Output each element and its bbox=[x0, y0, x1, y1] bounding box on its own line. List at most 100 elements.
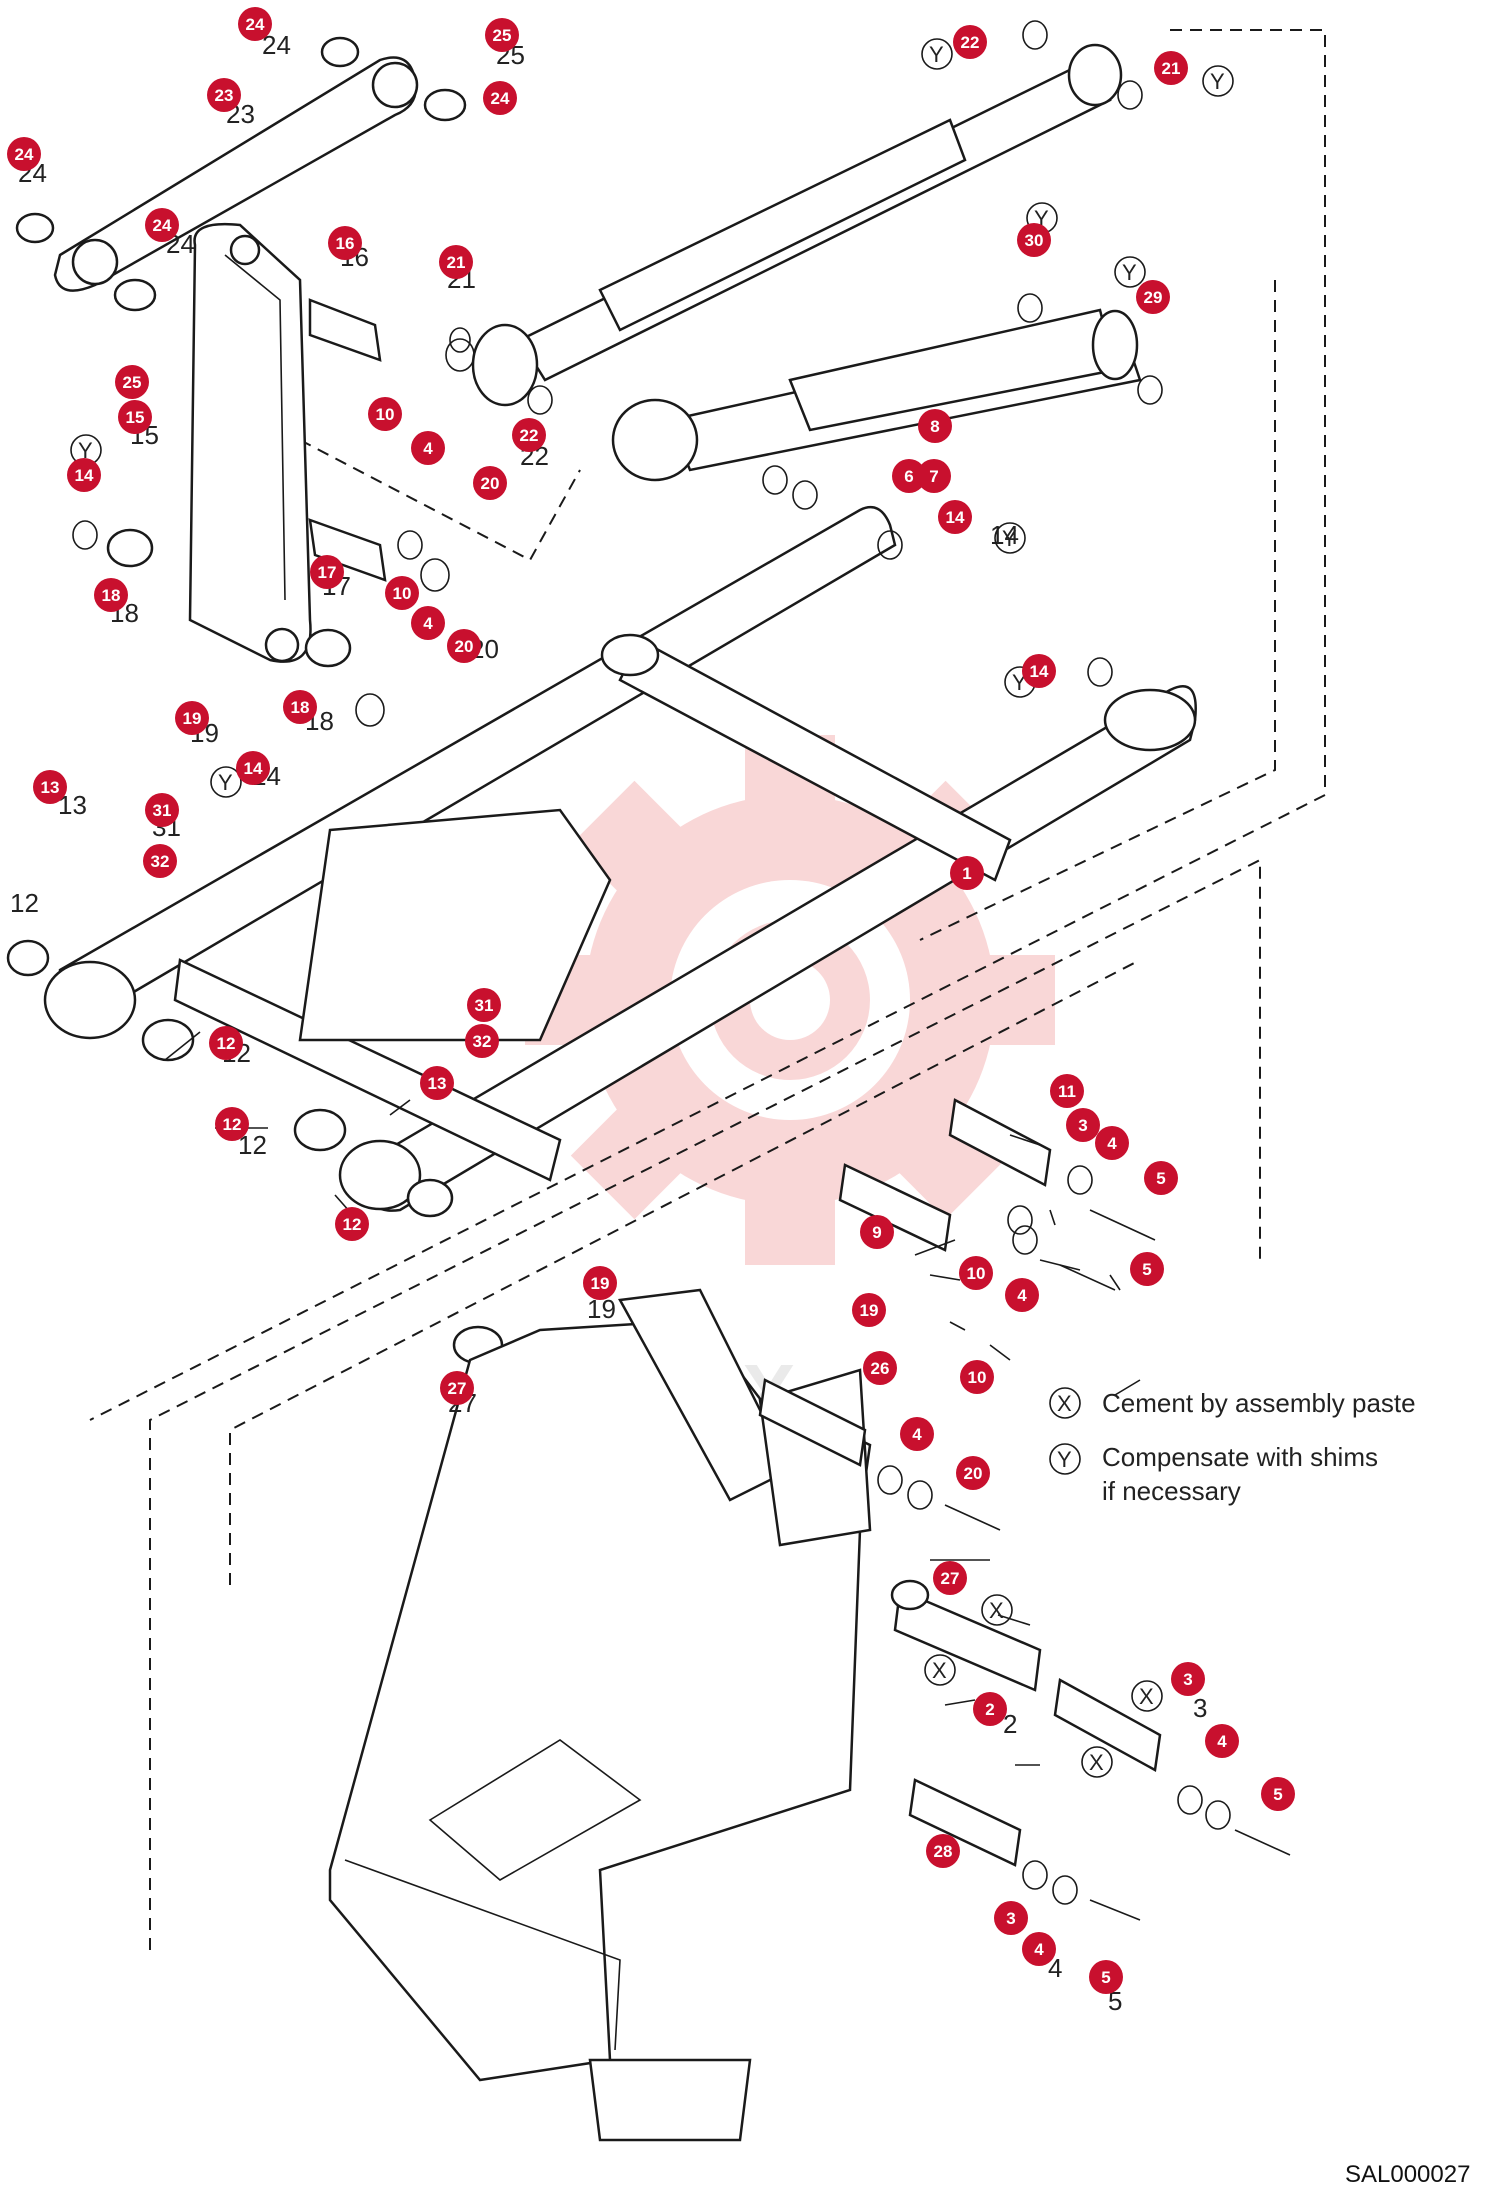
x-mark-icon: X bbox=[981, 1594, 1013, 1626]
callout-badge: 26 bbox=[863, 1351, 897, 1385]
callout-badge: 20 bbox=[473, 466, 507, 500]
svg-text:Y: Y bbox=[1057, 1447, 1072, 1472]
callout-circle bbox=[1154, 51, 1188, 85]
callout-badge: 6 bbox=[892, 459, 926, 493]
callout-number: 10 bbox=[967, 1264, 986, 1283]
callout-number: 24 bbox=[246, 15, 265, 34]
callout-badge: 18 bbox=[94, 578, 128, 612]
callout-circle bbox=[1005, 1278, 1039, 1312]
callout-number: 4 bbox=[423, 439, 433, 458]
callout-number: 4 bbox=[912, 1425, 922, 1444]
y-mark-icon: Y bbox=[921, 38, 953, 70]
callout-circle bbox=[145, 793, 179, 827]
callout-number: 5 bbox=[1273, 1785, 1282, 1804]
callout-number: 12 bbox=[217, 1034, 236, 1053]
callout-circle bbox=[118, 400, 152, 434]
tilt-lever-arm bbox=[15, 36, 467, 312]
callout-badge: 3 bbox=[994, 1901, 1028, 1935]
callout-number: 2 bbox=[985, 1700, 994, 1719]
svg-text:Y: Y bbox=[1002, 526, 1017, 551]
callout-badge: 21 bbox=[1154, 51, 1188, 85]
callout-circle bbox=[209, 1026, 243, 1060]
callout-number: 9 bbox=[872, 1223, 881, 1242]
y-mark-icon: Y bbox=[994, 522, 1026, 554]
legend-y-text-line2: if necessary bbox=[1102, 1476, 1241, 1506]
callout-circle bbox=[1205, 1724, 1239, 1758]
callout-number: 19 bbox=[860, 1301, 879, 1320]
callout-circle bbox=[94, 578, 128, 612]
callout-number: 14 bbox=[75, 466, 94, 485]
callout-number: 5 bbox=[1156, 1169, 1165, 1188]
callout-badge: 32 bbox=[465, 1024, 499, 1058]
drawing-code: SAL000027 bbox=[1345, 2161, 1470, 2188]
callout-number: 32 bbox=[151, 852, 170, 871]
callout-circle bbox=[994, 1901, 1028, 1935]
legend-x-text: Cement by assembly paste bbox=[1102, 1388, 1416, 1418]
callout-number: 22 bbox=[961, 33, 980, 52]
callout-number: 10 bbox=[376, 405, 395, 424]
callout-circle bbox=[1261, 1777, 1295, 1811]
bell-crank-link bbox=[188, 223, 312, 663]
callout-circle bbox=[918, 409, 952, 443]
svg-text:X: X bbox=[1089, 1750, 1104, 1775]
callout-badge: 10 bbox=[960, 1360, 994, 1394]
callout-badge: 24 bbox=[7, 137, 41, 171]
callout-circle bbox=[973, 1692, 1007, 1726]
callout-circle bbox=[1136, 280, 1170, 314]
callout-circle bbox=[959, 1256, 993, 1290]
callout-number: 4 bbox=[1034, 1940, 1044, 1959]
callout-number: 24 bbox=[153, 216, 172, 235]
callout-circle bbox=[420, 1066, 454, 1100]
callout-circle bbox=[33, 770, 67, 804]
callout-circle bbox=[467, 988, 501, 1022]
callout-badge: 31 bbox=[467, 988, 501, 1022]
callout-circle bbox=[115, 365, 149, 399]
callout-number: 24 bbox=[15, 145, 34, 164]
x-mark-icon: X bbox=[1081, 1746, 1113, 1778]
callout-number: 4 bbox=[423, 614, 433, 633]
callout-badge: 21 bbox=[439, 245, 473, 279]
callout-number: 32 bbox=[473, 1032, 492, 1051]
callout-number: 14 bbox=[946, 508, 965, 527]
fasteners bbox=[72, 20, 1291, 1921]
callout-badge: 27 bbox=[933, 1561, 967, 1595]
svg-text:Y: Y bbox=[1210, 69, 1225, 94]
callout-badge: 12 bbox=[215, 1107, 249, 1141]
callout-badge: 4 bbox=[1022, 1932, 1056, 1966]
callout-badge: 2 bbox=[973, 1692, 1007, 1726]
callout-circle bbox=[926, 1834, 960, 1868]
callout-badge: 22 bbox=[953, 25, 987, 59]
callout-number: 10 bbox=[968, 1368, 987, 1387]
callout-number: 5 bbox=[1142, 1260, 1151, 1279]
callout-number: 18 bbox=[102, 586, 121, 605]
callout-circle bbox=[1066, 1108, 1100, 1142]
front-frame bbox=[328, 1288, 872, 2142]
svg-text:X: X bbox=[1139, 1684, 1154, 1709]
callout-circle bbox=[1095, 1126, 1129, 1160]
callout-number: 3 bbox=[1006, 1909, 1015, 1928]
callout-number: 20 bbox=[455, 637, 474, 656]
callout-badge: 4 bbox=[411, 606, 445, 640]
callout-badge: 3 bbox=[1066, 1108, 1100, 1142]
callout-badge: 12 bbox=[335, 1207, 369, 1241]
part-label: 5 bbox=[1108, 1986, 1122, 2016]
callout-number: 3 bbox=[1078, 1116, 1087, 1135]
callout-badge: 11 bbox=[1050, 1074, 1084, 1108]
callout-circle bbox=[473, 466, 507, 500]
callout-badge: 27 bbox=[440, 1371, 474, 1405]
callout-badge: 4 bbox=[1005, 1278, 1039, 1312]
callout-number: 18 bbox=[291, 698, 310, 717]
lift-boom bbox=[43, 505, 1197, 1212]
callout-number: 16 bbox=[336, 234, 355, 253]
callout-badge: 25 bbox=[485, 18, 519, 52]
part-label: 2 bbox=[1003, 1709, 1017, 1739]
callout-badge: 8 bbox=[918, 409, 952, 443]
callout-circle bbox=[385, 576, 419, 610]
x-mark-icon: X bbox=[924, 1654, 956, 1686]
callout-badge: 32 bbox=[143, 844, 177, 878]
callout-number: 7 bbox=[929, 467, 938, 486]
callout-number: 25 bbox=[493, 26, 512, 45]
callout-badge: 23 bbox=[207, 78, 241, 112]
callout-circle bbox=[440, 1371, 474, 1405]
svg-text:Y: Y bbox=[218, 770, 233, 795]
